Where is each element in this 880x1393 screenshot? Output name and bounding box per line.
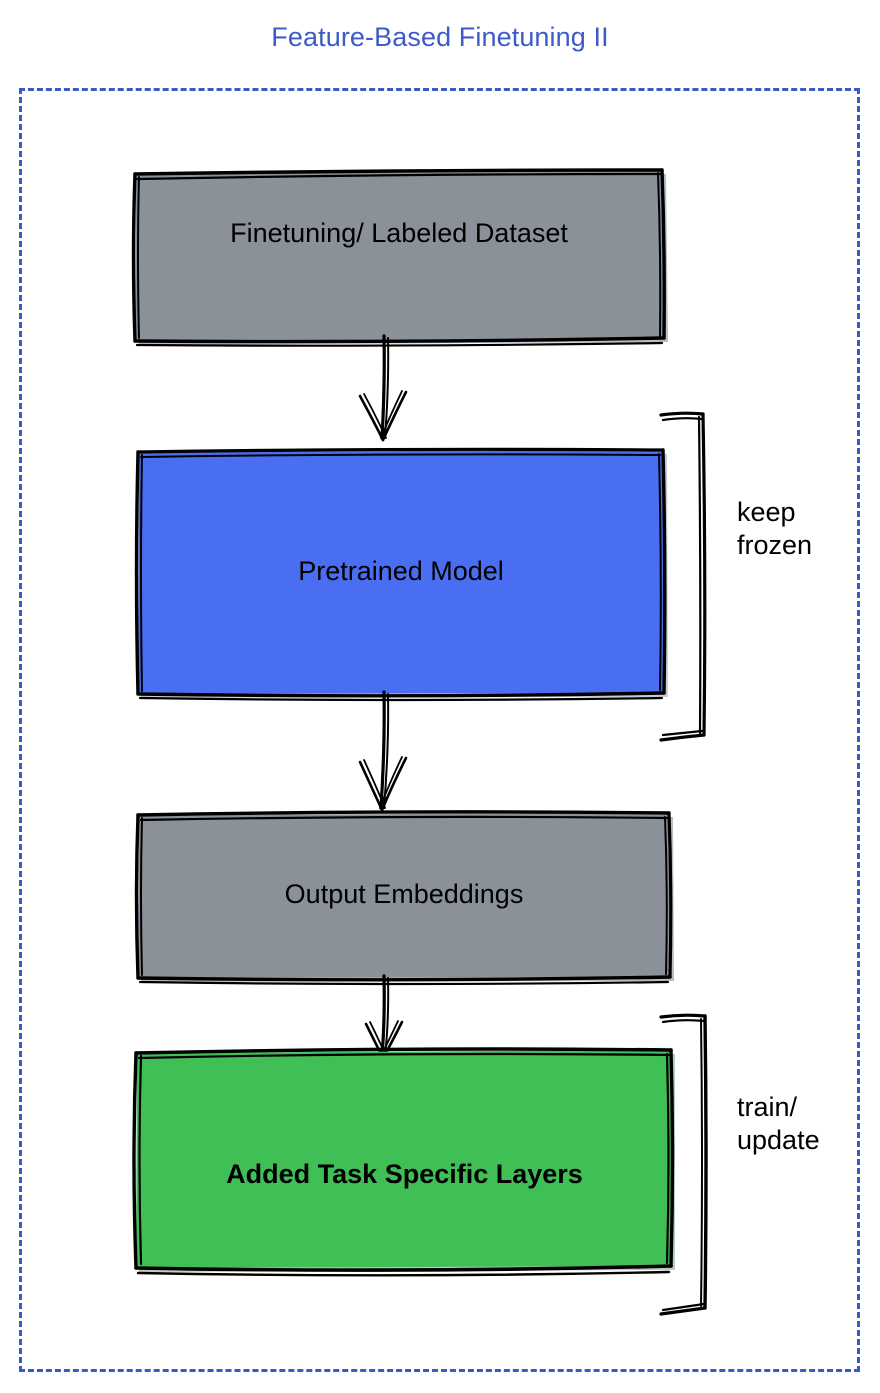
- node-pretrained-model[interactable]: Pretrained Model: [134, 447, 668, 702]
- node-layers-label: Added Task Specific Layers: [226, 1159, 583, 1189]
- node-pretrained-label: Pretrained Model: [298, 556, 504, 586]
- node-embeddings-label: Output Embeddings: [284, 879, 524, 909]
- annotation-train-update: train/ update: [737, 1092, 820, 1155]
- page-title: Feature-Based Finetuning II: [271, 22, 609, 52]
- node-dataset-label: Finetuning/ Labeled Dataset: [230, 218, 568, 248]
- node-added-task-specific-layers[interactable]: Added Task Specific Layers: [132, 1047, 675, 1277]
- node-finetuning-labeled-dataset[interactable]: Finetuning/ Labeled Dataset: [131, 168, 668, 347]
- annotation-keep-frozen: keep frozen: [737, 497, 813, 560]
- diagram-outer-frame: [19, 88, 860, 1372]
- node-dataset-sketch-outline: [131, 168, 668, 347]
- node-output-embeddings[interactable]: Output Embeddings: [134, 810, 674, 986]
